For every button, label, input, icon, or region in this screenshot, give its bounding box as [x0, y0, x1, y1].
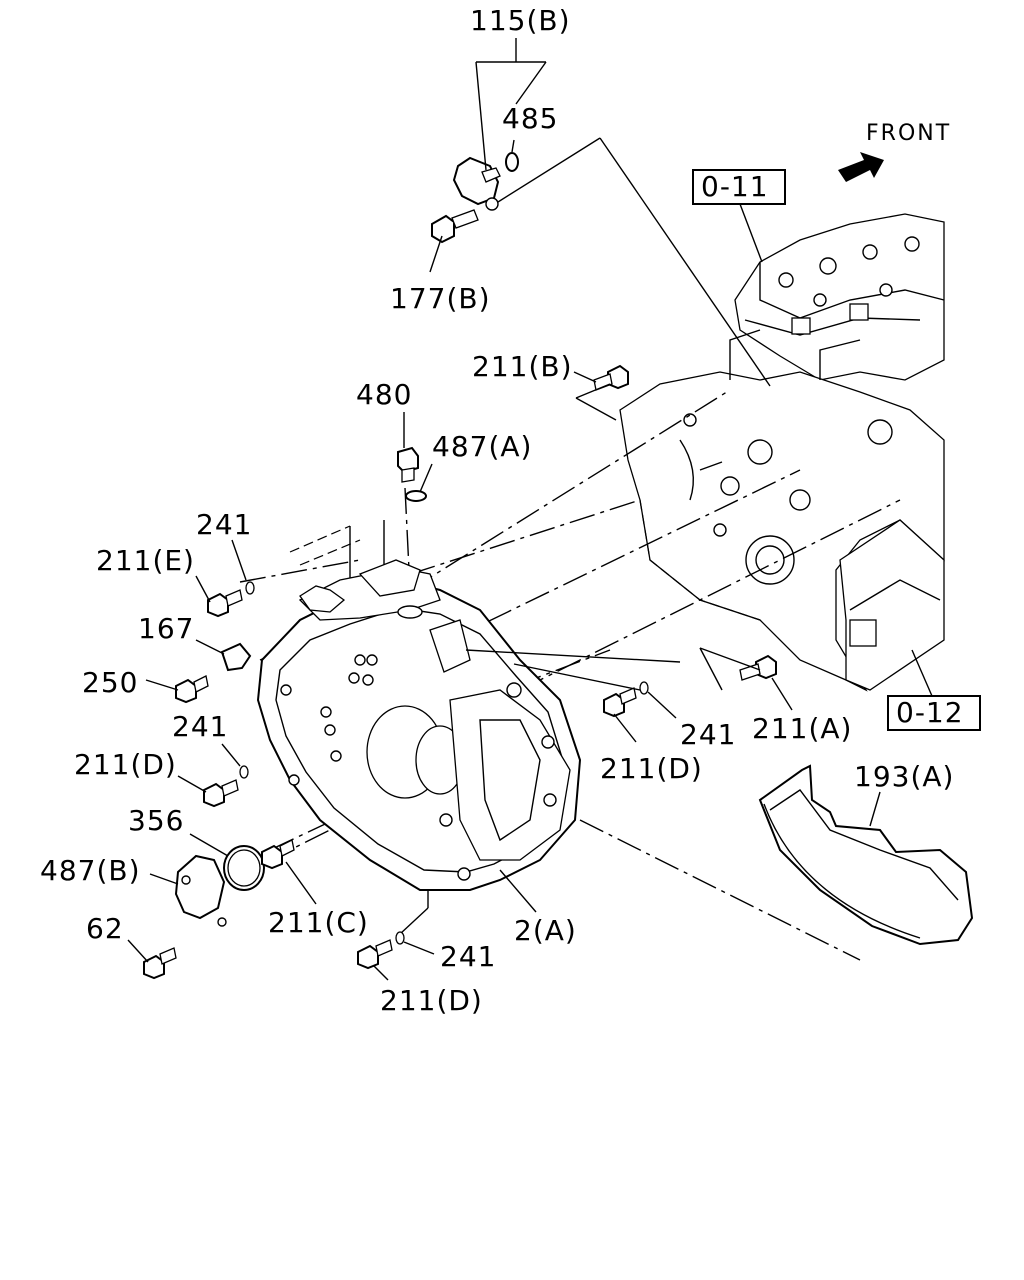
callout-115b: 115(B) — [470, 4, 571, 37]
callout-211e: 211(E) — [96, 544, 195, 577]
plug-480 — [397, 446, 419, 483]
callout-167: 167 — [138, 612, 194, 645]
bolt-211d-right — [603, 687, 637, 718]
callout-211d-left: 211(D) — [74, 748, 177, 781]
bolt-211d-bottom — [357, 939, 393, 970]
ref-label-0-11: 0-11 — [701, 170, 769, 203]
leader-lines — [127, 38, 881, 981]
ref-box-0-12 — [887, 695, 981, 731]
callout-211c: 211(C) — [268, 906, 369, 939]
callout-241-bottom: 241 — [440, 940, 496, 973]
callout-211d-right: 211(D) — [600, 752, 703, 785]
callout-193a: 193(A) — [854, 760, 954, 793]
washer-241-right — [639, 681, 649, 695]
front-arrow-icon — [838, 152, 884, 182]
callout-241-mid: 241 — [172, 710, 228, 743]
sensor-115b — [452, 156, 501, 211]
callout-211b: 211(B) — [472, 350, 573, 383]
bolt-211a — [739, 654, 777, 681]
bolt-211b — [593, 364, 629, 391]
callout-211d-bottom: 211(D) — [380, 984, 483, 1017]
callout-2a: 2(A) — [514, 914, 577, 947]
callout-241-top: 241 — [196, 508, 252, 541]
bolt-211d-left — [203, 779, 239, 808]
callout-62: 62 — [86, 912, 124, 945]
ref-box-0-11 — [692, 169, 786, 205]
washer-241-top — [245, 581, 255, 595]
bolt-62 — [143, 947, 177, 980]
cover-167 — [220, 642, 252, 672]
engine-block: 0-11 0-12 FRONT — [619, 121, 981, 731]
bolt-250 — [175, 675, 209, 704]
ref-label-0-12: 0-12 — [896, 696, 964, 729]
callout-356: 356 — [128, 804, 184, 837]
cover-487b — [174, 854, 227, 927]
callout-487b: 487(B) — [40, 854, 141, 887]
callout-241-right: 241 — [680, 718, 736, 751]
callout-211a: 211(A) — [752, 712, 852, 745]
bolt-211e — [207, 589, 243, 618]
callout-487a: 487(A) — [432, 430, 532, 463]
front-label: FRONT — [866, 121, 951, 146]
bolt-211c — [261, 839, 295, 870]
callout-480: 480 — [356, 378, 412, 411]
oring-487a — [405, 490, 427, 502]
oring-485 — [505, 152, 519, 172]
callout-250: 250 — [82, 666, 138, 699]
callout-177b: 177(B) — [390, 282, 491, 315]
washer-241-bottom — [395, 931, 405, 945]
bolt-177b — [431, 209, 479, 244]
cover-193a — [758, 764, 974, 946]
flywheel-housing — [256, 559, 582, 891]
callout-485: 485 — [502, 102, 558, 135]
washer-241-mid — [239, 765, 249, 779]
callout-labels: 115(B) 485 177(B) 211(B) 480 487(A) 241 … — [40, 4, 954, 1017]
